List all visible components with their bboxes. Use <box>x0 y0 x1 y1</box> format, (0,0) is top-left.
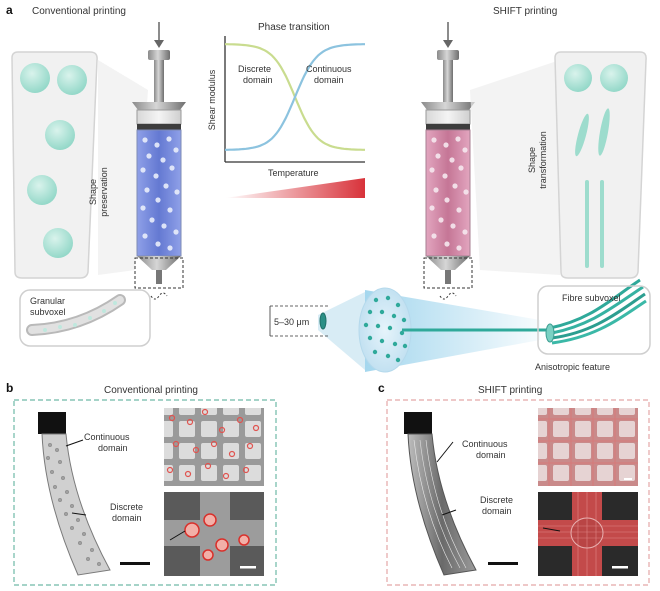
panel-c-continuous-line2: domain <box>476 450 506 460</box>
conventional-title: Conventional printing <box>32 6 126 17</box>
chart-continuous-line1: Continuous <box>306 64 352 74</box>
conventional-syringe <box>132 22 186 300</box>
size-label: 5–30 μm <box>274 317 309 327</box>
panel-label-b: b <box>6 381 13 395</box>
panel-b-fiber-micrograph <box>38 412 150 576</box>
panel-b-discrete-line1: Discrete <box>110 502 143 512</box>
chart-xlabel: Temperature <box>268 168 319 178</box>
shift-title: SHIFT printing <box>493 6 557 17</box>
panel-b-cross-micrograph <box>164 492 264 576</box>
shape-preservation-line2: preservation <box>99 167 109 217</box>
conventional-zoom-panel <box>11 51 148 279</box>
granular-label-line1: Granular <box>30 296 65 306</box>
panel-b-continuous-line2: domain <box>98 443 128 453</box>
chart-title: Phase transition <box>258 22 330 33</box>
panel-b-discrete-line2: domain <box>112 513 142 523</box>
phase-transition-chart <box>224 36 365 198</box>
shift-zoom-panel <box>470 51 647 279</box>
chart-continuous-line2: domain <box>314 75 344 85</box>
fibre-formation-illustration <box>269 278 651 373</box>
chart-ylabel: Shear modulus <box>207 69 217 130</box>
panel-label-a: a <box>6 3 13 17</box>
shape-transformation-line2: transformation <box>538 131 548 189</box>
anisotropic-feature-label: Anisotropic feature <box>535 362 610 372</box>
chart-discrete-line2: domain <box>243 75 273 85</box>
panel-c-grid-micrograph <box>538 408 638 486</box>
panel-b-grid-micrograph <box>164 408 264 486</box>
granular-subvoxel-box <box>19 289 151 347</box>
panel-c-fiber-micrograph <box>404 412 518 576</box>
panel-c-frame <box>386 399 650 586</box>
panel-c-discrete-line1: Discrete <box>480 495 513 505</box>
panel-c-continuous-line1: Continuous <box>462 439 508 449</box>
panel-c-cross-micrograph <box>538 492 638 576</box>
granular-label-line2: subvoxel <box>30 307 66 317</box>
shape-transformation-line1: Shape <box>527 147 537 173</box>
chart-curve-continuous <box>225 43 365 151</box>
panel-b-title: Conventional printing <box>104 385 198 396</box>
panel-b-continuous-line1: Continuous <box>84 432 130 442</box>
panel-c-discrete-line2: domain <box>482 506 512 516</box>
shift-syringe <box>421 22 475 300</box>
panel-label-c: c <box>378 381 385 395</box>
panel-c-title: SHIFT printing <box>478 385 542 396</box>
chart-discrete-line1: Discrete <box>238 64 271 74</box>
panel-b-frame <box>13 399 277 586</box>
fibre-subvoxel-label: Fibre subvoxel <box>562 293 621 303</box>
shape-preservation-line1: Shape <box>88 179 98 205</box>
